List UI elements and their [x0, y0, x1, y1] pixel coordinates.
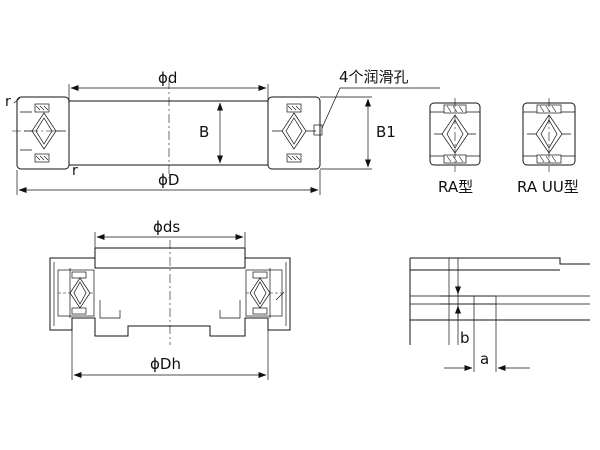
- mount-right-roller: [245, 262, 287, 326]
- right-roller-detail: [272, 103, 323, 163]
- ra-type-label: RA型: [438, 178, 473, 196]
- groove-lines: [410, 295, 590, 305]
- phi-d-label: ϕd: [158, 69, 177, 87]
- lube-holes-label: 4个润滑孔: [339, 68, 409, 86]
- ra-uu-type-section: RA UU型: [517, 98, 579, 196]
- left-roller-detail: [20, 103, 66, 163]
- right-ring-outline: [267, 96, 321, 170]
- detail-reference-lines: [448, 258, 459, 345]
- a-extension-lines: [473, 304, 497, 372]
- B-label: B: [199, 123, 209, 141]
- phi-ds-label: ϕds: [153, 218, 180, 236]
- phi-d-extension-lines: [68, 84, 269, 100]
- b-extension-lines: [440, 295, 474, 305]
- groove-detail: b a: [409, 257, 590, 372]
- phi-D-label: ϕD: [158, 171, 179, 189]
- radius-label-top: r: [5, 94, 11, 110]
- phi-ds-extension-lines: [94, 232, 246, 248]
- a-label: a: [480, 350, 489, 368]
- mounting-section: ϕds ϕDh: [49, 218, 291, 380]
- phi-Dh-label: ϕDh: [150, 355, 181, 373]
- lube-slot: [473, 295, 497, 305]
- B-extension-lines: [206, 100, 224, 166]
- b-label: b: [460, 329, 470, 347]
- B1-extension-lines: [320, 96, 372, 170]
- lube-holes-leader: [321, 87, 440, 129]
- radius-label-bottom: r: [72, 163, 78, 179]
- main-bearing-section: ϕd ϕD B B1 r r 4个润滑孔: [5, 68, 440, 195]
- detail-top-edge: [410, 257, 590, 265]
- phi-Dh-extension-lines: [71, 330, 269, 380]
- mount-left-roller: [53, 262, 95, 326]
- phi-D-extension-lines: [16, 170, 321, 195]
- radius-leader-top: [13, 97, 21, 104]
- inner-steps: [99, 300, 241, 319]
- ra-type-section: RA型: [429, 98, 481, 196]
- inner-ring-lines: [69, 100, 268, 166]
- ra-uu-type-label: RA UU型: [517, 178, 579, 196]
- B1-label: B1: [376, 123, 396, 141]
- left-ring-outline: [16, 96, 70, 170]
